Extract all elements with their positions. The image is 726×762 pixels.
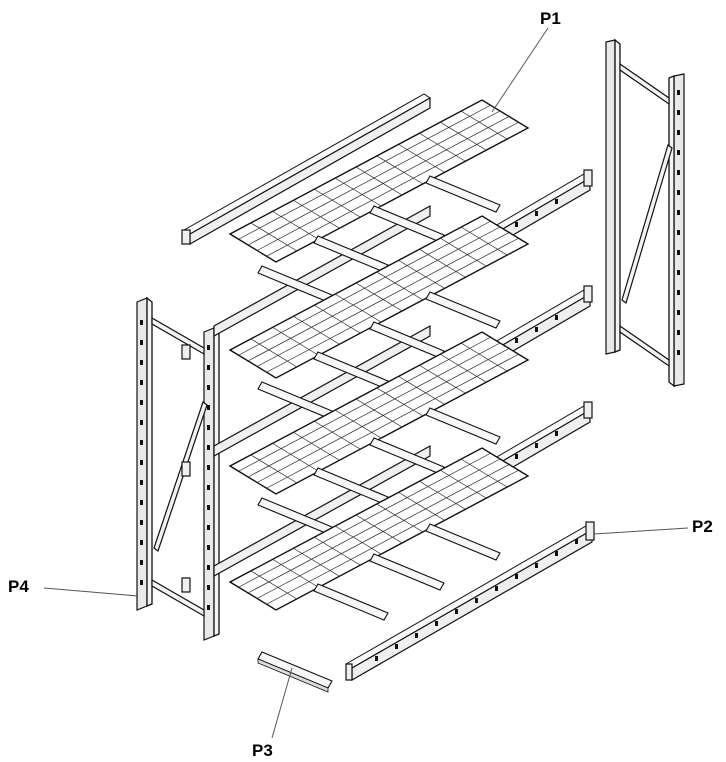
leader-p4 (43, 587, 139, 597)
wire-deck-level-4 (228, 447, 530, 611)
deck-supports-level-3 (257, 407, 501, 535)
label-p2: P2 (692, 517, 713, 536)
left-upright-frame (136, 296, 220, 641)
label-p3: P3 (252, 741, 273, 760)
loose-deck-support (257, 651, 333, 693)
right-upright-frame (605, 38, 685, 388)
wire-deck-level-2 (228, 215, 530, 379)
deck-supports-level-2 (257, 291, 501, 419)
deck-supports-level-4 (313, 523, 501, 621)
deck-supports-level-1 (257, 175, 501, 303)
back-beams-lower (181, 204, 431, 593)
leader-p2 (593, 527, 689, 535)
leader-p3 (271, 667, 293, 739)
label-p1: P1 (540, 9, 561, 28)
leader-p1 (491, 27, 549, 113)
loose-front-beam (345, 521, 595, 682)
top-back-beam (181, 93, 431, 246)
label-p4: P4 (8, 577, 29, 596)
wire-deck-level-1 (228, 99, 530, 263)
wire-deck-level-3 (228, 331, 530, 495)
